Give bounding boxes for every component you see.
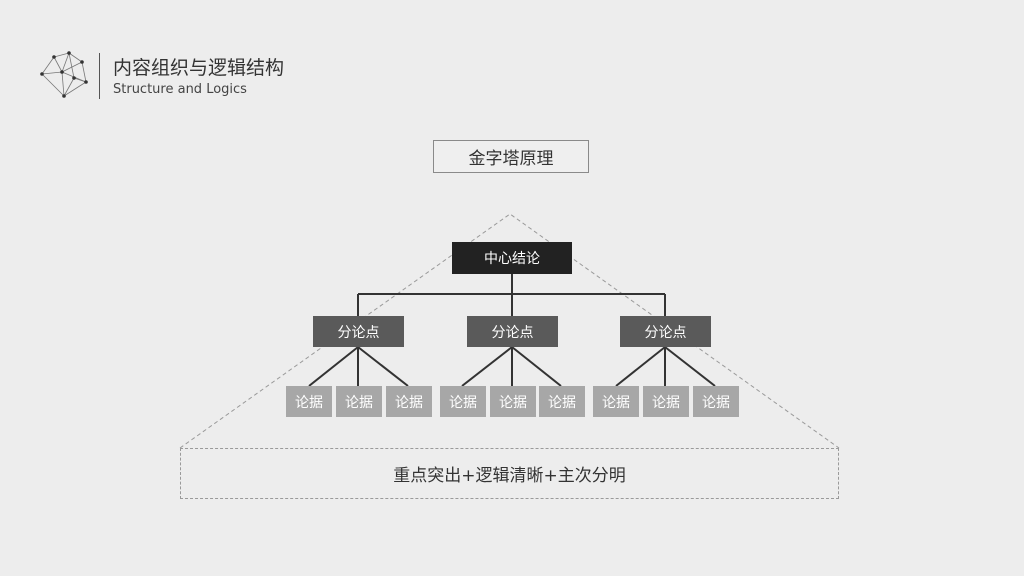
sub-point-label: 分论点 — [337, 324, 380, 341]
tree-connectors — [308, 274, 716, 387]
summary-box: 重点突出+逻辑清晰+主次分明 — [180, 448, 839, 499]
evidence-node: 论据 — [336, 386, 382, 417]
principle-label-text: 金字塔原理 — [468, 149, 554, 169]
evidence-label: 论据 — [702, 394, 730, 411]
principle-label: 金字塔原理 — [433, 140, 589, 173]
evidence-node: 论据 — [286, 386, 332, 417]
sub-point-node: 分论点 — [620, 316, 711, 347]
evidence-label: 论据 — [395, 394, 423, 411]
evidence-label: 论据 — [548, 394, 576, 411]
evidence-node: 论据 — [693, 386, 739, 417]
evidence-node: 论据 — [539, 386, 585, 417]
evidence-node: 论据 — [593, 386, 639, 417]
sub-point-label: 分论点 — [644, 324, 687, 341]
evidence-node: 论据 — [440, 386, 486, 417]
summary-text: 重点突出+逻辑清晰+主次分明 — [393, 466, 626, 486]
page-subtitle: Structure and Logics — [113, 82, 247, 97]
sub-point-label: 分论点 — [491, 324, 534, 341]
evidence-node: 论据 — [386, 386, 432, 417]
page-title: 内容组织与逻辑结构 — [113, 57, 285, 79]
evidence-label: 论据 — [345, 394, 373, 411]
evidence-label: 论据 — [449, 394, 477, 411]
evidence-label: 论据 — [499, 394, 527, 411]
evidence-label: 论据 — [602, 394, 630, 411]
evidence-node: 论据 — [643, 386, 689, 417]
pyramid-outline — [179, 213, 840, 449]
network-graph-icon — [40, 51, 88, 98]
sub-point-node: 分论点 — [467, 316, 558, 347]
evidence-node: 论据 — [490, 386, 536, 417]
center-conclusion-label: 中心结论 — [484, 251, 540, 267]
sub-point-node: 分论点 — [313, 316, 404, 347]
header-divider — [99, 53, 100, 99]
evidence-label: 论据 — [295, 394, 323, 411]
center-conclusion-node: 中心结论 — [452, 242, 572, 274]
evidence-label: 论据 — [652, 394, 680, 411]
